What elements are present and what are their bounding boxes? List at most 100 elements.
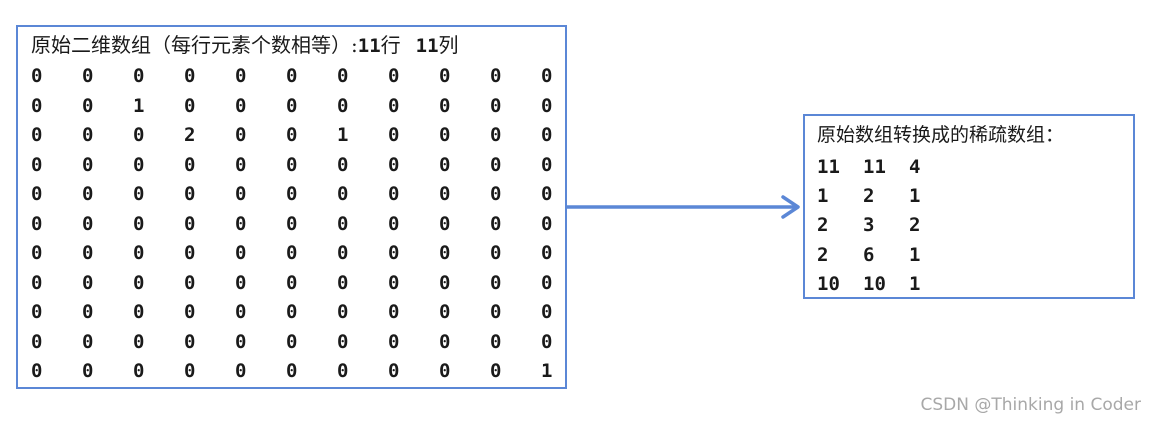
matrix-cell: 0	[388, 301, 400, 323]
matrix-cell: 1	[337, 124, 349, 146]
sparse-row: 2 6 1	[817, 241, 1133, 270]
matrix-cell: 0	[337, 94, 349, 117]
matrix-cell: 0	[490, 301, 502, 323]
matrix-cell: 2	[184, 124, 196, 146]
matrix-cell: 0	[184, 183, 196, 205]
matrix-cell: 0	[82, 94, 94, 117]
sparse-cell: 6	[863, 243, 875, 266]
matrix-cell: 0	[133, 183, 145, 205]
matrix-cell: 0	[235, 183, 247, 205]
matrix-cell: 0	[388, 360, 400, 382]
matrix-cell: 0	[82, 153, 94, 176]
matrix-cell: 0	[337, 212, 349, 235]
matrix-cell: 0	[82, 65, 94, 87]
matrix-cell: 0	[235, 242, 247, 264]
matrix-cell: 0	[286, 360, 298, 382]
matrix-cell: 0	[184, 212, 196, 235]
matrix-cell: 0	[541, 271, 553, 294]
sparse-cell: 1	[817, 185, 829, 208]
matrix-cell: 0	[388, 212, 400, 235]
sparse-array-title: 原始数组转换成的稀疏数组：	[817, 124, 1065, 146]
matrix-cell: 0	[439, 94, 451, 117]
matrix-cell: 0	[31, 330, 43, 353]
matrix-cell: 0	[31, 301, 43, 323]
matrix-cell: 0	[388, 153, 400, 176]
matrix-cell: 0	[439, 153, 451, 176]
matrix-cell: 0	[184, 360, 196, 382]
matrix-cell: 0	[337, 301, 349, 323]
matrix-cell: 0	[490, 271, 502, 294]
matrix-cell: 0	[82, 183, 94, 205]
matrix-cell: 0	[541, 124, 553, 146]
matrix-cell: 0	[388, 271, 400, 294]
sparse-cell: 1	[909, 185, 921, 208]
matrix-cell: 0	[133, 330, 145, 353]
matrix-cell: 0	[490, 153, 502, 176]
matrix-cell: 0	[286, 242, 298, 264]
matrix-cell: 0	[184, 65, 196, 87]
matrix-cell: 0	[439, 183, 451, 205]
matrix-cell: 0	[31, 212, 43, 235]
original-matrix-title-text: 原始二维数组（每行元素个数相等）:	[31, 33, 358, 57]
matrix-cell: 0	[82, 301, 94, 323]
cols-count: 11	[415, 35, 439, 57]
matrix-cell: 0	[184, 153, 196, 176]
matrix-cell: 0	[82, 271, 94, 294]
sparse-cell: 2	[909, 214, 921, 237]
rows-unit: 行	[380, 33, 401, 57]
matrix-cell: 0	[388, 65, 400, 87]
matrix-cell: 0	[235, 65, 247, 87]
matrix-cell: 0	[31, 94, 43, 117]
sparse-cell: 1	[909, 243, 921, 266]
sparse-cell: 11	[863, 156, 886, 178]
matrix-cell: 0	[31, 153, 43, 176]
matrix-cell: 0	[541, 94, 553, 117]
matrix-cell: 0	[337, 183, 349, 205]
matrix-cell: 0	[184, 301, 196, 323]
matrix-cell: 0	[184, 242, 196, 264]
matrix-cell: 0	[235, 330, 247, 353]
matrix-cell: 0	[337, 242, 349, 264]
matrix-grid: 0 0 0 0 0 0 0 0 0 0 0 0 0 1 0 0 0 0 0 0 0 0 0 0 0 2 0 0 1 0 0 0 0 0 0 0 0 0 0 0…	[18, 62, 565, 387]
matrix-cell: 0	[235, 271, 247, 294]
matrix-cell: 0	[235, 94, 247, 117]
matrix-cell: 0	[133, 301, 145, 323]
transform-arrow	[567, 195, 800, 219]
matrix-cell: 0	[184, 330, 196, 353]
matrix-cell: 1	[541, 360, 553, 382]
matrix-cell: 0	[286, 330, 298, 353]
matrix-cell: 0	[133, 65, 145, 87]
sparse-cell: 10	[863, 272, 886, 295]
sparse-cell: 2	[817, 214, 829, 237]
matrix-cell: 0	[541, 65, 553, 87]
matrix-cell: 0	[388, 242, 400, 264]
matrix-cell: 0	[388, 94, 400, 117]
matrix-cell: 0	[286, 271, 298, 294]
matrix-cell: 0	[133, 153, 145, 176]
matrix-cell: 0	[388, 124, 400, 146]
matrix-cell: 0	[31, 242, 43, 264]
matrix-cell: 0	[286, 124, 298, 146]
sparse-cell: 4	[909, 156, 921, 178]
matrix-cell: 0	[490, 212, 502, 235]
sparse-cell: 2	[817, 243, 829, 266]
matrix-cell: 0	[337, 65, 349, 87]
matrix-cell: 0	[235, 301, 247, 323]
matrix-cell: 0	[541, 212, 553, 235]
matrix-cell: 0	[439, 360, 451, 382]
matrix-cell: 0	[31, 271, 43, 294]
rows-count: 11	[357, 35, 381, 57]
